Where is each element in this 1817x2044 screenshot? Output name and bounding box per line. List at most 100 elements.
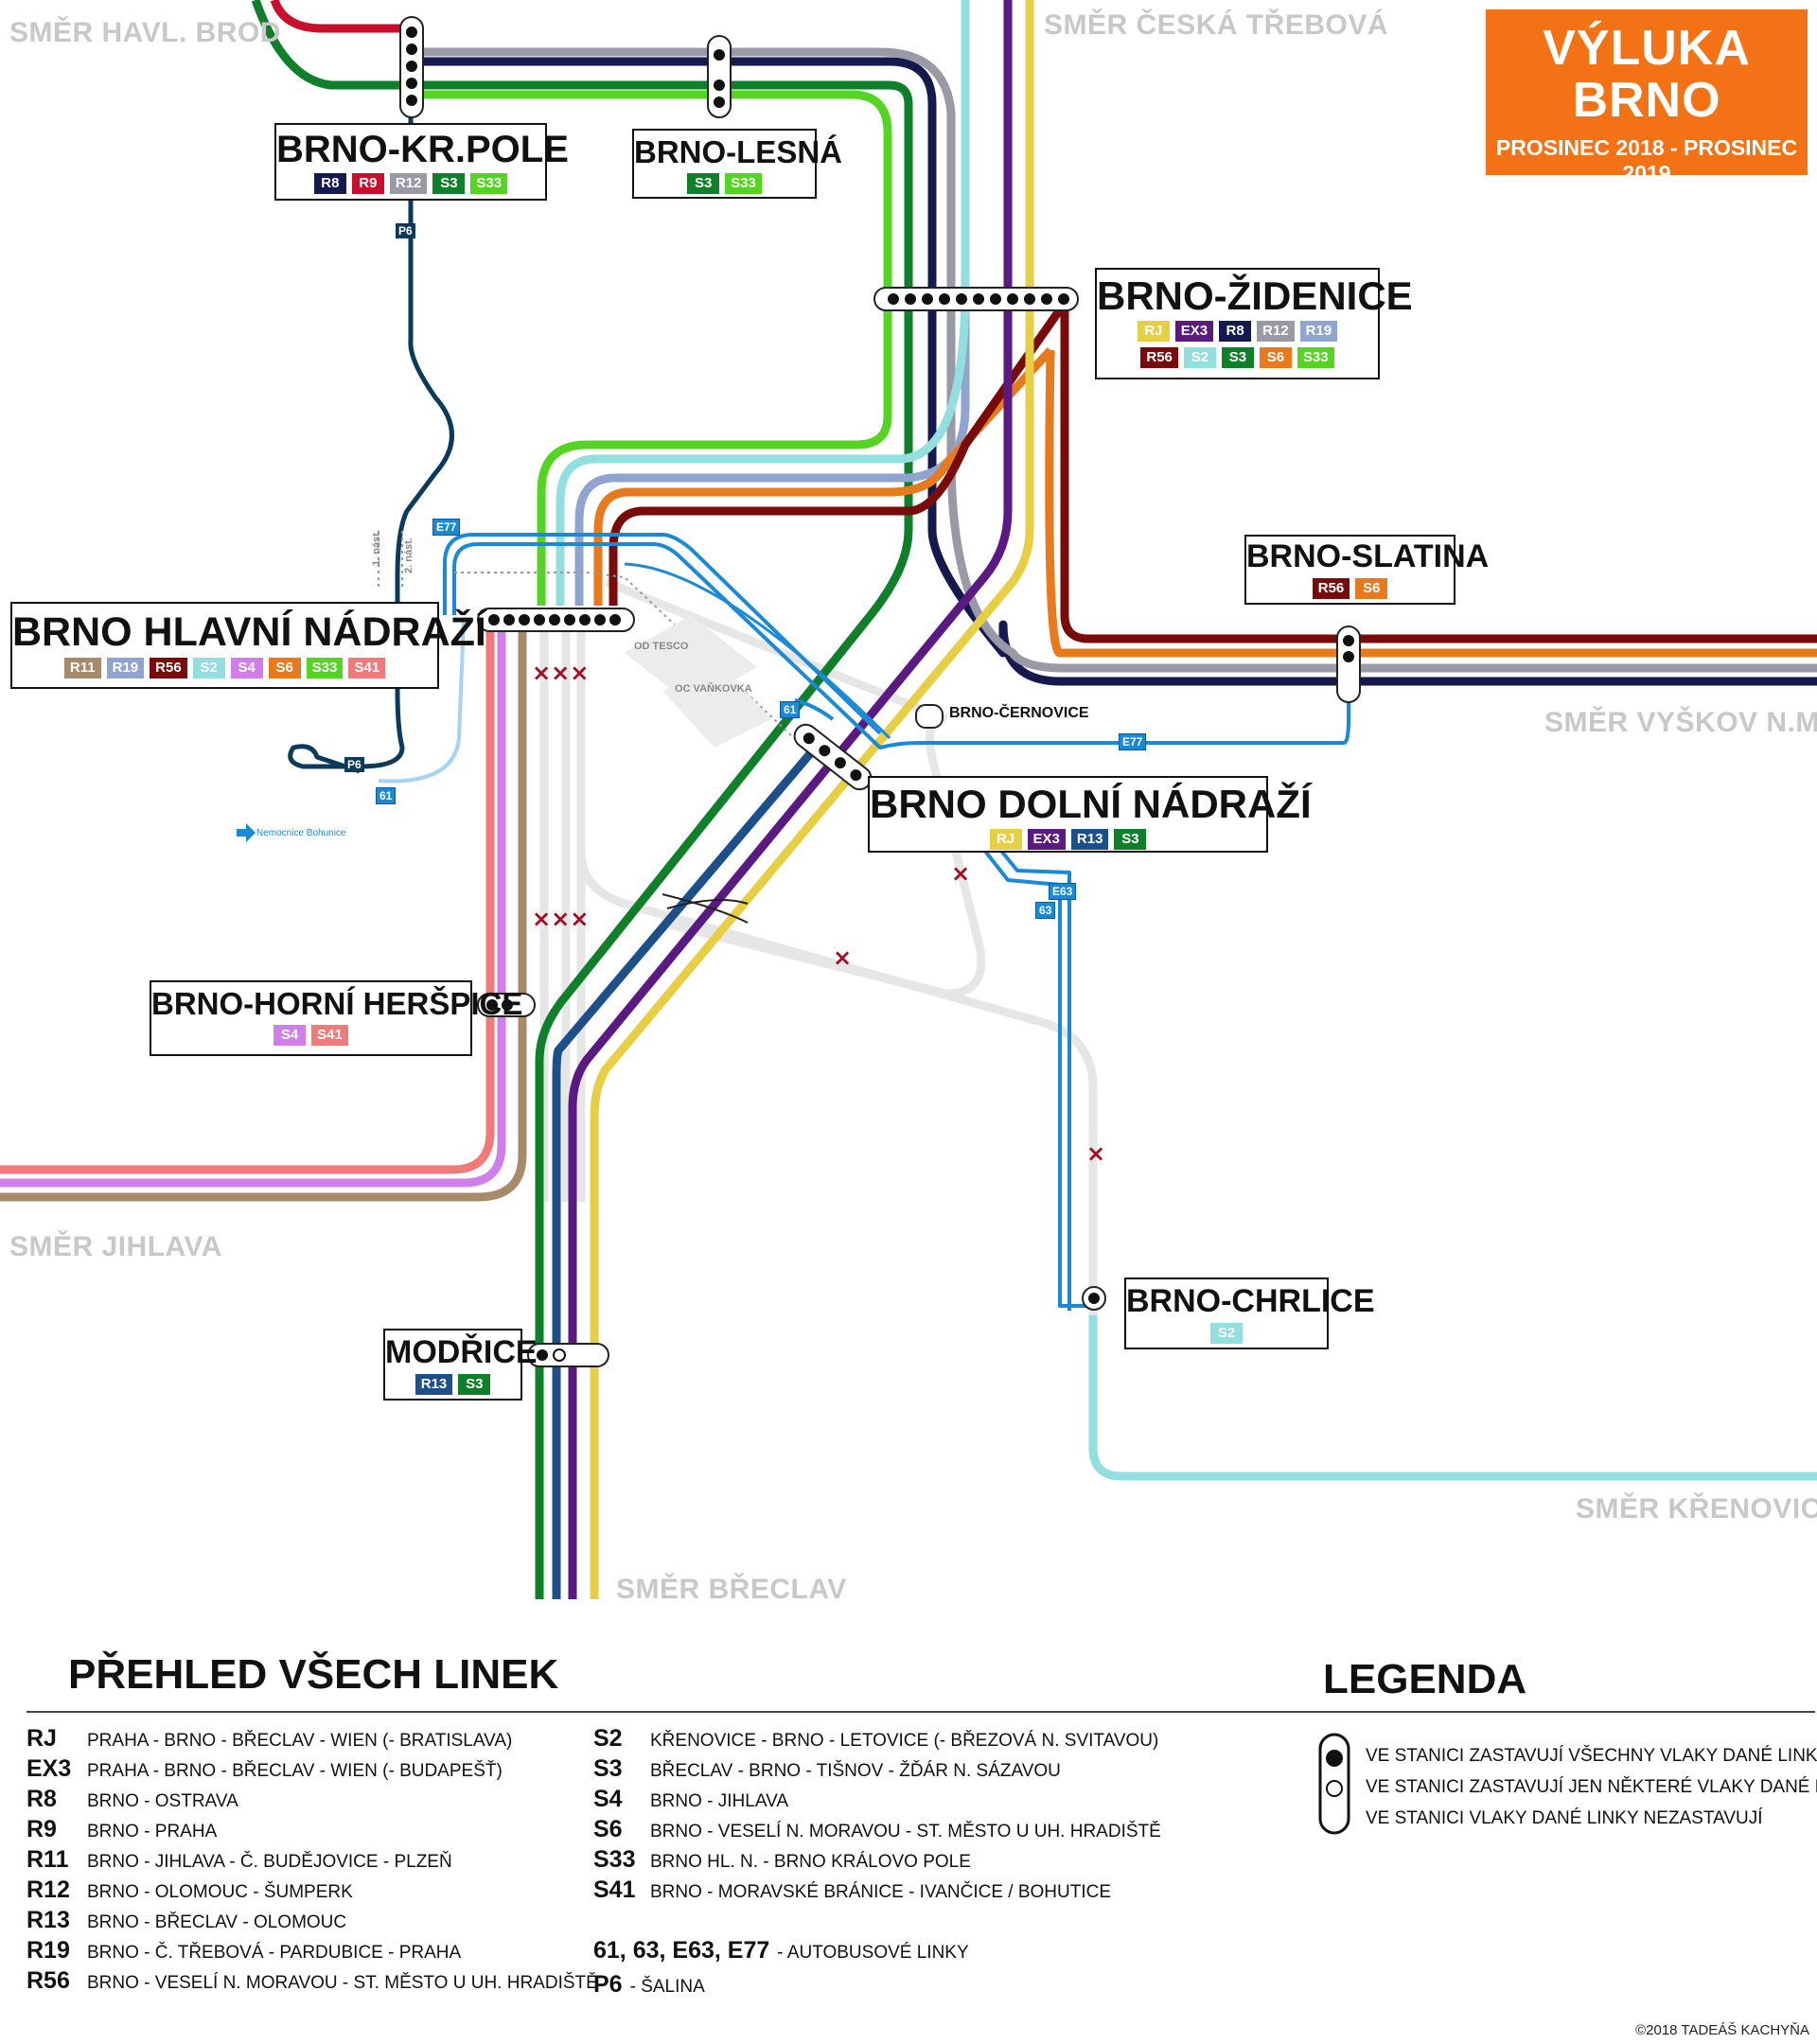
stop-markers	[399, 16, 1361, 1367]
line-badge-rj: RJ	[1137, 321, 1170, 343]
station-name: BRNO-ŽIDENICE	[1097, 273, 1413, 318]
overview-row: S41 BRNO - MORAVSKÉ BRÁNICE - IVANČICE / …	[593, 1877, 1111, 1904]
line-badge-r11: R11	[63, 658, 101, 679]
line-badge-s3: S3	[1114, 829, 1147, 851]
overview-desc: BRNO - OLOMOUC - ŠUMPERK	[87, 1882, 353, 1902]
line-badge-r56: R56	[1312, 577, 1350, 599]
line-badge-r13: R13	[1070, 829, 1109, 851]
line-r56-east	[1060, 303, 1817, 643]
line-badge-s41: S41	[311, 1024, 348, 1046]
overview-code: R19	[26, 1937, 70, 1964]
line-badge-r13: R13	[415, 1373, 453, 1395]
line-badge-r56: R56	[1140, 347, 1178, 369]
station-cernovice: BRNO-ČERNOVICE	[949, 705, 1089, 721]
overview-desc: BRNO - MORAVSKÉ BRÁNICE - IVANČICE / BOH…	[650, 1882, 1112, 1902]
line-badge-s2: S2	[1183, 347, 1216, 369]
overview-code: EX3	[26, 1755, 72, 1782]
line-r19	[574, 0, 970, 606]
overview-code: R11	[26, 1846, 69, 1873]
overview-tram-row: P6 - ŠALINA	[593, 1971, 705, 1999]
overview-row: R12 BRNO - OLOMOUC - ŠUMPERK	[26, 1877, 353, 1904]
legend-symbol	[1318, 1733, 1350, 1835]
line-badge-s33: S33	[306, 658, 344, 679]
line-badge-s3: S3	[458, 1373, 491, 1395]
line-badge-r12: R12	[389, 173, 428, 194]
direction-vyskov: SMĚR VYŠKOV N.M.	[1544, 707, 1817, 738]
overview-desc: BRNO - OSTRAVA	[87, 1791, 238, 1811]
overview-code: S6	[593, 1816, 623, 1842]
line-badge-s6: S6	[1355, 577, 1388, 599]
title-divider	[1507, 198, 1787, 201]
closed-mark: ×××	[532, 906, 590, 932]
overview-row: S3 BŘECLAV - BRNO - TIŠNOV - ŽĎÁR N. SÁZA…	[593, 1755, 1061, 1783]
direction-ceska-trebova: SMĚR ČESKÁ TŘEBOVÁ	[1044, 9, 1389, 41]
closed-mark: ×	[833, 944, 853, 971]
overview-code: S3	[593, 1755, 623, 1782]
station-name: BRNO-LESNÁ	[634, 134, 842, 169]
line-s41	[0, 629, 495, 1174]
overview-code: RJ	[26, 1725, 57, 1752]
line-badge-s3: S3	[687, 172, 720, 194]
divider	[26, 1711, 1815, 1713]
line-badge-s2: S2	[192, 658, 225, 679]
overview-desc: PRAHA - BRNO - BŘECLAV - WIEN (- BUDAPEŠ…	[87, 1761, 503, 1781]
bus-tag-e77: E77	[1119, 733, 1147, 750]
overview-code: S4	[593, 1786, 623, 1812]
overview-desc: BRNO - VESELÍ N. MORAVOU - ST. MĚSTO U U…	[650, 1822, 1161, 1841]
overview-code: P6	[593, 1971, 623, 1998]
station-chrlice: BRNO-CHRLICE S2	[1124, 1278, 1375, 1349]
line-badge-r9: R9	[351, 173, 384, 194]
legend-item-none: VE STANICI VLAKY DANÉ LINKY NEZASTAVUJÍ	[1366, 1808, 1763, 1828]
bus-61b	[794, 698, 835, 721]
bus-tag-63: 63	[1035, 902, 1056, 919]
line-map	[0, 0, 1817, 1599]
line-badge-s41: S41	[348, 658, 386, 679]
copyright: ©2018 TADEÁŠ KACHYŇA	[1635, 2022, 1809, 2038]
tesco-label: OD TESCO	[634, 641, 689, 652]
overview-desc: BRNO - JIHLAVA	[650, 1791, 789, 1811]
overview-bus-row: 61, 63, E63, E77 - AUTOBUSOVÉ LINKY	[593, 1937, 969, 1965]
direction-jihlava: SMĚR JIHLAVA	[9, 1231, 222, 1262]
bus-tag-61: 61	[780, 701, 801, 718]
direction-havl-brod: SMĚR HAVL. BROD	[9, 17, 281, 48]
overview-row: S4 BRNO - JIHLAVA	[593, 1786, 788, 1813]
closed-tracks	[539, 577, 1098, 1315]
bus-tag-61: 61	[376, 787, 397, 804]
line-s2-south	[1088, 1315, 1817, 1481]
overview-desc: KŘENOVICE - BRNO - LETOVICE (- BŘEZOVÁ N…	[650, 1731, 1159, 1751]
overview-code: S2	[593, 1725, 623, 1752]
overview-code: S41	[593, 1877, 636, 1903]
overview-row: EX3 PRAHA - BRNO - BŘECLAV - WIEN (- BUDA…	[26, 1755, 503, 1783]
line-badge-rj: RJ	[989, 829, 1022, 851]
overview-heading: PŘEHLED VŠECH LINEK	[68, 1651, 559, 1698]
overview-desc: BŘECLAV - BRNO - TIŠNOV - ŽĎÁR N. SÁZAVO…	[650, 1761, 1061, 1781]
overview-desc: BRNO - BŘECLAV - OLOMOUC	[87, 1912, 347, 1932]
line-badge-ex3: EX3	[1174, 321, 1214, 343]
line-badge-r8: R8	[1219, 321, 1252, 343]
overview-code: R12	[26, 1877, 70, 1903]
line-badge-s2: S2	[1210, 1322, 1243, 1344]
line-badge-s4: S4	[230, 658, 263, 679]
tram-tag-p6: P6	[396, 223, 415, 238]
line-s3-north	[251, 0, 913, 1599]
legend-heading: LEGENDA	[1323, 1656, 1527, 1702]
line-badge-s33: S33	[725, 172, 762, 194]
line-r11	[0, 629, 527, 1202]
